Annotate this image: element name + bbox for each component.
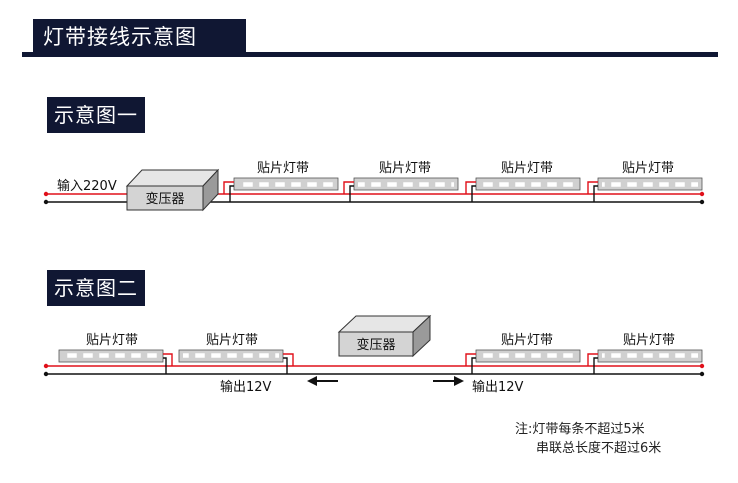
transformer-label: 变压器 — [356, 337, 395, 353]
black-terminal — [43, 371, 49, 377]
output-voltage-label-right: 输出12V — [472, 379, 524, 395]
strip-label: 贴片灯带 — [501, 161, 553, 176]
strip-label: 贴片灯带 — [86, 333, 138, 348]
diagram-one: 输入220V 变压器 贴片灯带 贴片灯带 贴片灯带 — [43, 161, 705, 212]
led-strip: 贴片灯带 — [178, 333, 294, 374]
red-terminal — [699, 191, 705, 197]
page-title: 灯带接线示意图 — [33, 19, 246, 56]
input-voltage-label: 输入220V — [57, 178, 117, 194]
title-divider — [22, 52, 718, 57]
red-terminal — [43, 191, 49, 197]
strip-label: 贴片灯带 — [623, 333, 675, 348]
black-terminal — [43, 199, 49, 205]
black-terminal — [699, 371, 705, 377]
led-strip: 贴片灯带 — [223, 161, 339, 202]
transformer: 变压器 — [337, 314, 432, 358]
led-strip: 贴片灯带 — [587, 161, 703, 202]
led-strip: 贴片灯带 — [587, 333, 703, 374]
diagram-two-label: 示意图二 — [47, 270, 145, 306]
right-arrow-icon — [433, 376, 464, 386]
led-strip: 贴片灯带 — [343, 161, 459, 202]
strip-label: 贴片灯带 — [501, 333, 553, 348]
strip-label: 贴片灯带 — [622, 161, 674, 176]
output-voltage-label-left: 输出12V — [220, 379, 272, 395]
strip-label: 贴片灯带 — [206, 333, 258, 348]
footnote-line-1: 注:灯带每条不超过5米 — [515, 422, 645, 437]
strip-label: 贴片灯带 — [379, 161, 431, 176]
led-strip: 贴片灯带 — [58, 333, 173, 374]
led-strip: 贴片灯带 — [465, 161, 581, 202]
diagram-two: 变压器 贴片灯带 贴片灯带 贴片灯带 贴片灯带 — [43, 314, 705, 395]
footnote: 注:灯带每条不超过5米 串联总长度不超过6米 — [515, 420, 661, 458]
footnote-line-2: 串联总长度不超过6米 — [536, 441, 662, 456]
strip-label: 贴片灯带 — [257, 161, 309, 176]
led-strip: 贴片灯带 — [465, 333, 581, 374]
transformer-label: 变压器 — [145, 191, 184, 207]
red-terminal — [699, 363, 705, 369]
black-terminal — [699, 199, 705, 205]
red-terminal — [43, 363, 49, 369]
left-arrow-icon — [307, 376, 338, 386]
diagram-one-label: 示意图一 — [47, 97, 145, 133]
transformer: 变压器 — [125, 168, 220, 212]
